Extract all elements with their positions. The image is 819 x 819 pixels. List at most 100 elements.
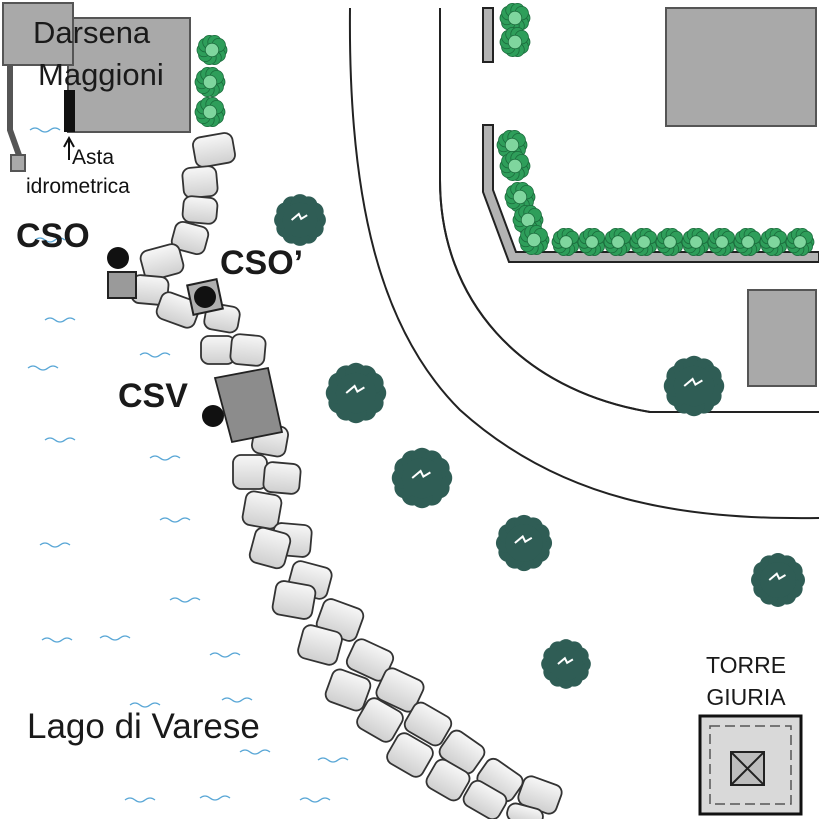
shrub-icon [504, 182, 536, 212]
tower-label-line1: TORRE [705, 652, 787, 678]
cso-prime-label: CSO’ [220, 244, 304, 282]
shrub-icon [196, 35, 228, 65]
asta-label-line1: Asta [72, 146, 115, 169]
cso-sensor-icon [107, 247, 129, 269]
tower-label-line2: GIURIA [706, 684, 786, 710]
shrub-icon [603, 227, 633, 257]
shrub-icon [499, 151, 531, 181]
wave-icon [41, 637, 73, 643]
stone [192, 132, 236, 168]
wave-icon [34, 237, 66, 243]
shrub-icon [759, 227, 789, 257]
stone [425, 758, 471, 802]
roads [348, 7, 819, 520]
csv-sensor-icon [202, 405, 224, 427]
cso-box [107, 271, 137, 299]
wave-icon [317, 757, 349, 763]
tree-icon [751, 553, 805, 607]
wave-icon [27, 365, 59, 371]
stone [506, 802, 544, 819]
shrub-icon [551, 227, 581, 257]
building-right [747, 289, 817, 387]
stone [356, 697, 404, 743]
trees [274, 194, 805, 689]
shrub-icon [577, 227, 607, 257]
asta-idrometrica-bar [64, 90, 75, 132]
stone [271, 580, 317, 620]
stone [297, 624, 343, 666]
pipe [7, 65, 23, 160]
stone [375, 667, 425, 713]
stone [229, 333, 267, 367]
darsena-label-line2: Maggioni [38, 57, 164, 92]
shrub-icon [629, 227, 659, 257]
tower-x-icon [730, 751, 765, 786]
shrub-icon [681, 227, 711, 257]
tree-icon [325, 362, 387, 424]
wave-icon [124, 797, 156, 803]
tree-icon [495, 514, 553, 572]
stone [139, 243, 185, 281]
stone [200, 335, 236, 365]
tree-icon [391, 447, 453, 509]
cso-prime-sensor-icon [194, 286, 216, 308]
stone [232, 454, 268, 490]
map-features [107, 247, 803, 816]
wave-icon [129, 702, 161, 708]
road-outer-curve [348, 7, 819, 520]
water-waves [27, 127, 349, 803]
stone [462, 779, 508, 819]
wave-icon [139, 352, 171, 358]
darsena-label-line1: Darsena [33, 15, 151, 50]
tree-icon [274, 194, 326, 246]
stone [403, 701, 453, 747]
wave-icon [209, 652, 241, 658]
wave-icon [39, 542, 71, 548]
wave-icon [149, 455, 181, 461]
building-top-right [665, 7, 817, 127]
wave-icon [29, 127, 61, 133]
wall-l-shape [482, 124, 819, 263]
stone [241, 490, 283, 530]
csv-label: CSV [118, 377, 188, 415]
road-inner-curve [439, 8, 819, 413]
shrub-icon [499, 3, 531, 33]
stone [386, 732, 434, 778]
wave-icon [169, 597, 201, 603]
buildings [2, 2, 817, 387]
arrow-up-icon [63, 135, 75, 160]
cso-label: CSO [16, 217, 90, 255]
shrub-icon [194, 67, 226, 97]
wave-icon [221, 697, 253, 703]
pipe-end [10, 154, 26, 172]
stone [181, 165, 219, 199]
shrub-icon [499, 27, 531, 57]
stone-embankment [130, 132, 563, 819]
wave-icon [299, 797, 331, 803]
channel-section [213, 366, 284, 444]
building-small [2, 2, 74, 66]
tower-inner-border [709, 725, 792, 805]
shrub-icon [733, 227, 763, 257]
wave-icon [199, 795, 231, 801]
stone [170, 220, 210, 256]
shrub-icon [785, 227, 815, 257]
shrub-icon [655, 227, 685, 257]
wall-segment [482, 7, 494, 63]
wave-icon [239, 749, 271, 755]
wave-icon [99, 635, 131, 641]
wave-icon [159, 517, 191, 523]
asta-label-line2: idrometrica [26, 175, 130, 198]
wave-icon [44, 317, 76, 323]
building-darsena [67, 17, 191, 133]
tree-icon [663, 355, 725, 417]
wave-icon [44, 437, 76, 443]
stone [181, 195, 219, 225]
stone [324, 668, 372, 712]
tree-icon [541, 639, 591, 689]
shrub-icon [194, 97, 226, 127]
stone [262, 461, 302, 495]
hedges [194, 3, 815, 257]
